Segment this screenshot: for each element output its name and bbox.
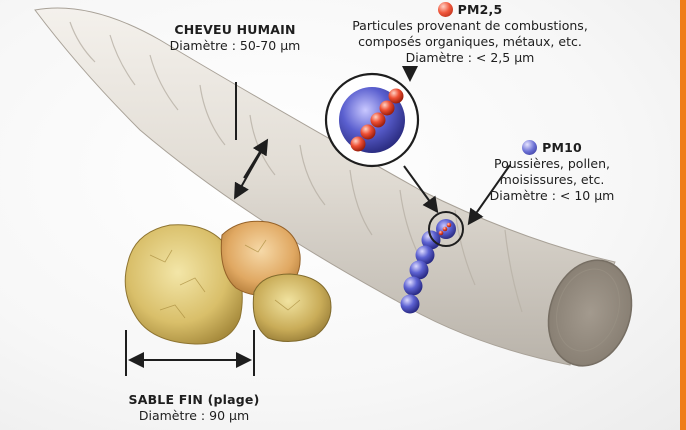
pm25-label: PM2,5 Particules provenant de combustion… xyxy=(340,2,600,66)
pm25-description-line1: Particules provenant de combustions, xyxy=(352,18,588,33)
sand-label: SABLE FIN (plage) Diamètre : 90 µm xyxy=(114,392,274,424)
pm10-dot-icon xyxy=(522,140,538,155)
pm10-description-line2: moisissures, etc. xyxy=(499,172,605,187)
pm25-dot-icon xyxy=(437,2,453,17)
accent-bar xyxy=(680,0,686,430)
pm10-pointer-arrow xyxy=(403,164,511,226)
pm10-diameter: Diamètre : < 10 µm xyxy=(489,188,615,203)
pm10-description-line1: Poussières, pollen, xyxy=(494,156,610,171)
pm25-magnified-circle xyxy=(324,72,420,168)
hair-diameter: Diamètre : 50-70 µm xyxy=(169,38,301,53)
sand-grains xyxy=(124,220,332,345)
pm10-label: PM10 Poussières, pollen, moisissures, et… xyxy=(474,140,630,204)
hair-title: CHEVEU HUMAIN xyxy=(174,22,296,37)
pm10-title: PM10 xyxy=(542,140,582,155)
hair-strand xyxy=(34,7,633,367)
pm25-title: PM2,5 xyxy=(457,2,503,17)
hair-label: CHEVEU HUMAIN Diamètre : 50-70 µm xyxy=(160,22,310,54)
pm25-description-line2: composés organiques, métaux, etc. xyxy=(358,34,582,49)
sand-title: SABLE FIN (plage) xyxy=(128,392,260,407)
pm25-diameter: Diamètre : < 2,5 µm xyxy=(405,50,535,65)
pm10-particles xyxy=(400,230,441,314)
sand-diameter: Diamètre : 90 µm xyxy=(138,408,250,423)
sand-diameter-arrow xyxy=(125,330,255,376)
pm10-highlight-circle xyxy=(428,211,464,247)
hair-diameter-arrow xyxy=(234,82,269,200)
